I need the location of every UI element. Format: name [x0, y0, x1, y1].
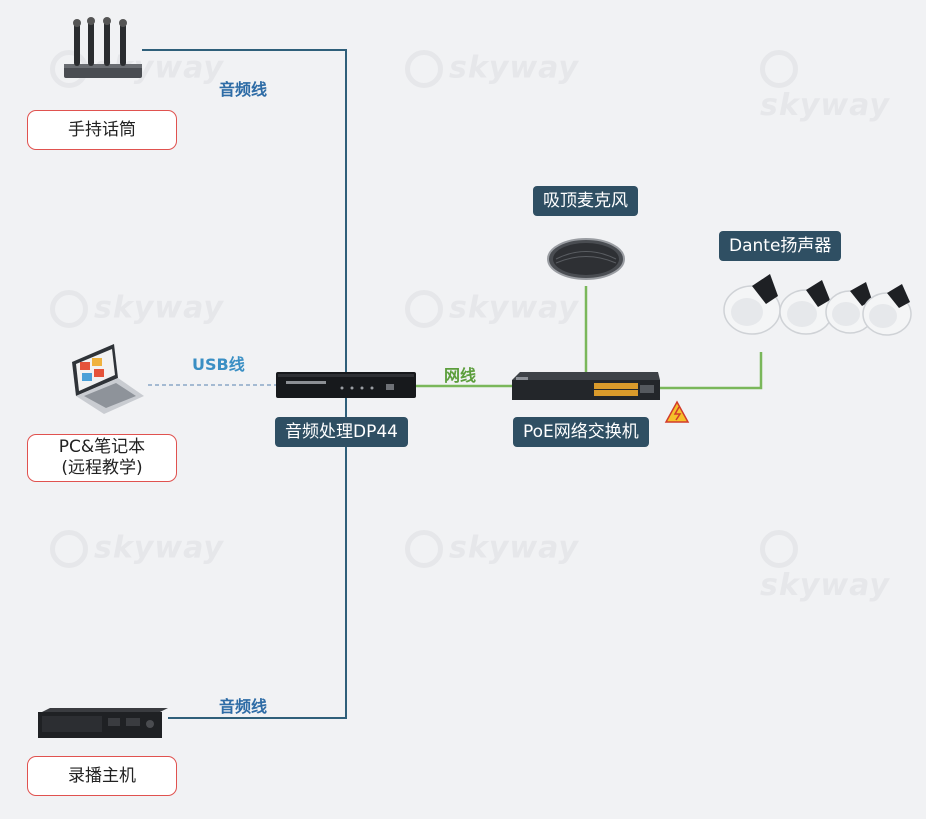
- warning-icon: [664, 400, 690, 423]
- laptop-icon: [72, 344, 144, 414]
- speaker-icon: [723, 274, 781, 335]
- speaker-icon: [825, 282, 875, 334]
- processor-label: 音频处理DP44: [275, 417, 408, 447]
- network-line-label: 网线: [444, 366, 477, 385]
- recorder-icon: [38, 708, 168, 738]
- watermark: skyway: [760, 530, 926, 603]
- watermark: skyway: [50, 530, 224, 568]
- speakers-label: Dante扬声器: [719, 231, 842, 261]
- watermark: skyway: [405, 530, 579, 568]
- switch-label: PoE网络交换机: [513, 417, 649, 447]
- audio-processor-icon: [276, 372, 416, 398]
- poe-switch-icon: [512, 372, 660, 400]
- watermark: skyway: [405, 290, 579, 328]
- watermark: skyway: [760, 50, 926, 123]
- handheld-mic-label: 手持话筒: [27, 110, 177, 150]
- watermark: skyway: [405, 50, 579, 88]
- usb-line-label: USB线: [192, 355, 245, 374]
- watermark: skyway: [50, 290, 224, 328]
- recorder-label: 录播主机: [27, 756, 177, 796]
- audio-line-bottom: [168, 388, 347, 719]
- speaker-icon: [862, 284, 912, 336]
- audio-line-label: 音频线: [219, 80, 268, 99]
- pc-label: PC&笔记本 (远程教学): [27, 434, 177, 482]
- handheld-mic-icon: [64, 17, 142, 78]
- ceiling-mic-icon: [547, 238, 625, 280]
- network-line-switch-speakers: [660, 352, 763, 390]
- speaker-icon: [779, 280, 833, 335]
- audio-line-top: [142, 49, 347, 383]
- audio-line-label: 音频线: [219, 697, 268, 716]
- ceiling-mic-label: 吸顶麦克风: [533, 186, 638, 216]
